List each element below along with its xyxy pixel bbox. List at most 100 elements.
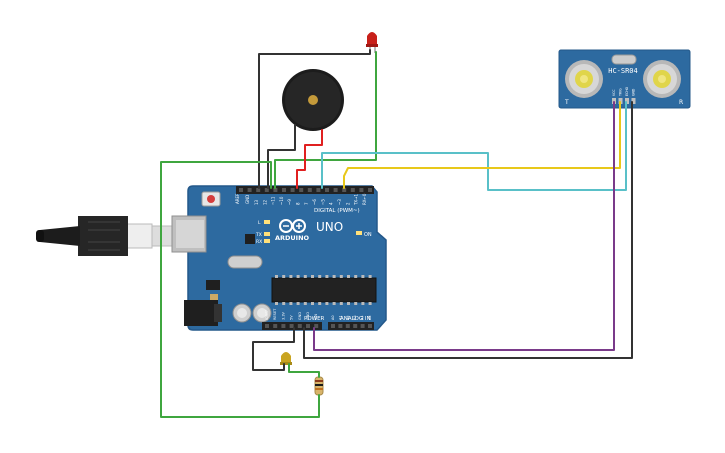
chip-pin: [289, 302, 293, 305]
analog-pin-label: A5: [368, 315, 372, 320]
power-pin-label: GND: [298, 312, 302, 320]
digital-pin-label: 12: [262, 199, 267, 205]
chip-pin: [275, 275, 278, 278]
digital-pin-label: ~11: [271, 196, 276, 205]
piezo-buzzer: [282, 69, 344, 131]
wire-cyan-trig[interactable]: [321, 101, 627, 191]
digital-pin-label: 4: [329, 202, 334, 205]
chip-pin: [368, 302, 372, 305]
wire-black-gnd[interactable]: [303, 101, 633, 359]
header-hole[interactable]: [273, 324, 278, 328]
header-hole[interactable]: [273, 188, 278, 192]
yellow-led: [280, 352, 292, 365]
chip-pin: [361, 302, 365, 305]
header-hole[interactable]: [297, 324, 302, 328]
header-hole[interactable]: [290, 188, 295, 192]
header-hole[interactable]: [338, 324, 343, 328]
sensor-pin-label: VCC: [612, 89, 616, 96]
sensor-corner-left: T: [564, 99, 569, 106]
sensor-pin-label: ECHO: [625, 86, 629, 96]
usb-cable: [36, 216, 181, 256]
header-hole[interactable]: [306, 324, 310, 328]
chip-pin: [282, 275, 286, 278]
analog-header: [328, 322, 374, 330]
header-hole[interactable]: [325, 188, 329, 192]
sensor-name: HC-SR04: [608, 67, 638, 75]
chip-pin: [311, 302, 314, 305]
sensor-pin-label: TRIG: [619, 88, 623, 97]
digital-pin-label: RX←0: [362, 193, 367, 205]
header-hole[interactable]: [239, 188, 243, 192]
header-hole[interactable]: [360, 324, 365, 328]
chip-pin: [354, 275, 358, 278]
header-hole[interactable]: [256, 188, 261, 192]
power-label: POWER: [304, 316, 325, 322]
digital-pin-label: ~6: [312, 199, 317, 205]
chip-pin: [282, 302, 286, 305]
sensor-pin[interactable]: [631, 98, 636, 104]
header-hole[interactable]: [314, 324, 319, 328]
digital-label: DIGITAL (PWM~): [314, 208, 360, 214]
wire-black-buzzer[interactable]: [267, 124, 296, 189]
header-hole[interactable]: [289, 324, 294, 328]
analog-label: ANALOG IN: [340, 316, 371, 322]
atmega-chip: [271, 277, 377, 303]
wire-purple-vcc[interactable]: [313, 101, 615, 351]
chip-pin: [361, 275, 365, 278]
sensor-pin[interactable]: [618, 98, 623, 104]
analog-pin-label: A4: [361, 315, 365, 320]
header-hole[interactable]: [282, 188, 286, 192]
header-hole[interactable]: [342, 188, 347, 192]
wire-red-buzzer[interactable]: [296, 129, 323, 189]
analog-pin-label: A2: [346, 315, 350, 320]
digital-pin-label: 8: [296, 202, 301, 205]
header-hole[interactable]: [299, 188, 304, 192]
header-hole[interactable]: [353, 324, 358, 328]
header-hole[interactable]: [368, 188, 372, 192]
wire-green-led-resistor[interactable]: [288, 363, 320, 378]
arduino-board: ARDUINO UNO DIGITAL (PWM~) POWER ANALOG …: [171, 185, 387, 331]
header-hole[interactable]: [281, 324, 286, 328]
digital-pin-label: TX→1: [354, 193, 359, 206]
wire-green-led[interactable]: [274, 51, 377, 189]
header-hole[interactable]: [333, 188, 338, 192]
chip-pin: [339, 302, 343, 305]
chip-pin: [303, 302, 307, 305]
chip-pin: [296, 302, 300, 305]
wire-black-yellow-led[interactable]: [252, 327, 295, 371]
power-pin-label: 5V: [290, 315, 294, 320]
wire-black-led[interactable]: [258, 49, 371, 189]
sensor-pin[interactable]: [625, 98, 629, 104]
header-hole[interactable]: [264, 188, 269, 192]
digital-pin-label: ~5: [320, 199, 325, 205]
header-hole[interactable]: [368, 324, 372, 328]
wire-green-resistor[interactable]: [160, 161, 320, 418]
chip-pin: [296, 275, 300, 278]
chip-pin: [332, 302, 336, 305]
header-hole[interactable]: [307, 188, 312, 192]
header-hole[interactable]: [359, 188, 364, 192]
chip-pin: [275, 302, 278, 305]
chip-pin: [332, 275, 336, 278]
chip-pin: [368, 275, 372, 278]
sensor-corner-right: R: [679, 99, 683, 106]
gnd-label: GND: [245, 195, 250, 204]
header-hole[interactable]: [350, 188, 355, 192]
digital-pin-label: ~3: [337, 199, 342, 205]
chip-pin: [318, 275, 322, 278]
header-hole[interactable]: [345, 324, 350, 328]
header-hole[interactable]: [331, 324, 335, 328]
analog-pin-label: A3: [353, 315, 357, 320]
board-brand: ARDUINO: [275, 234, 310, 242]
header-hole[interactable]: [265, 324, 269, 328]
analog-pin-label: A0: [331, 315, 335, 320]
header-hole[interactable]: [247, 188, 252, 192]
digital-pin-label: 7: [304, 202, 309, 205]
chip-pin: [347, 302, 350, 305]
wire-yellow-echo[interactable]: [343, 101, 621, 189]
header-hole[interactable]: [316, 188, 321, 192]
chip-pin: [311, 275, 314, 278]
wires: [160, 49, 633, 418]
